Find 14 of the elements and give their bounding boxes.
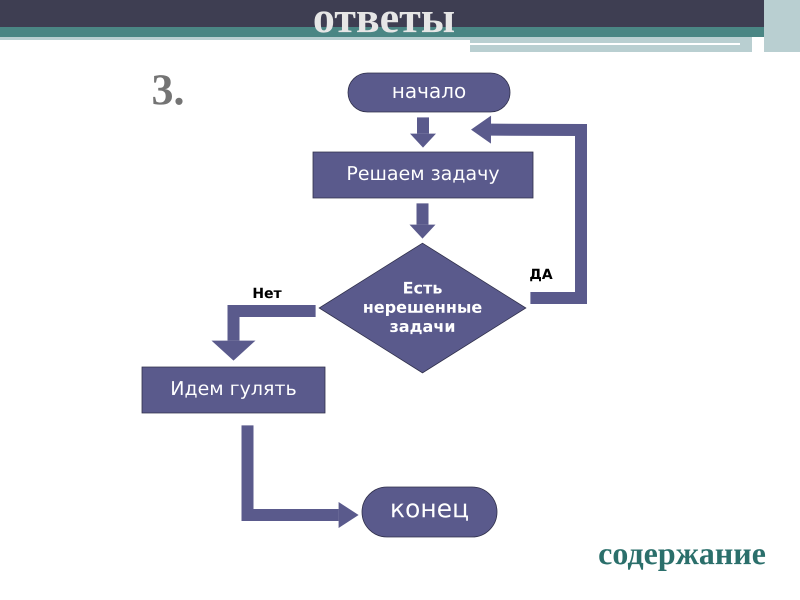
arrow: [212, 305, 316, 361]
terminator-box: конец: [362, 486, 498, 538]
arrow: [471, 116, 587, 304]
nav-link: содержание: [599, 549, 766, 571]
process-box: Решаем задачу: [312, 152, 534, 198]
title: ответы: [314, 11, 454, 33]
arrow: [410, 117, 436, 148]
edge-label: ДА: [530, 268, 553, 282]
terminator-box: начало: [348, 72, 510, 112]
arrow: [242, 425, 359, 528]
process-box: Идем гулять: [142, 366, 326, 414]
arrow: [410, 203, 436, 239]
edge-label: Нет: [254, 288, 282, 298]
number-label: 3.: [153, 75, 183, 105]
